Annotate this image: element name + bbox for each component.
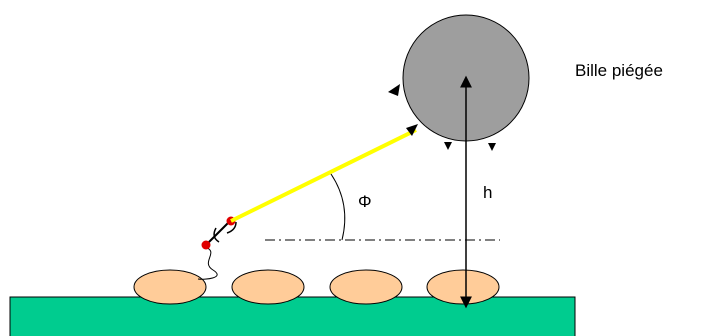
- red-marker-lower: [202, 241, 211, 250]
- substrate: [10, 297, 575, 336]
- surface-particle-3: [330, 270, 402, 304]
- angle-arc: [331, 174, 345, 240]
- bead-arrow-left: [388, 84, 400, 96]
- bead-label: Bille piégée: [575, 61, 663, 80]
- surface-particle-4: [427, 270, 499, 304]
- height-label: h: [483, 183, 492, 202]
- linker-segment: [206, 223, 228, 245]
- yellow-tether: [231, 130, 416, 221]
- bead-arrow-bottom-2: [488, 143, 496, 151]
- surface-particle-2: [232, 270, 304, 304]
- surface-particle-1: [134, 270, 206, 304]
- angle-label: Φ: [358, 192, 372, 211]
- wavy-linker: [198, 247, 217, 279]
- bead-arrow-bottom-1: [444, 142, 452, 150]
